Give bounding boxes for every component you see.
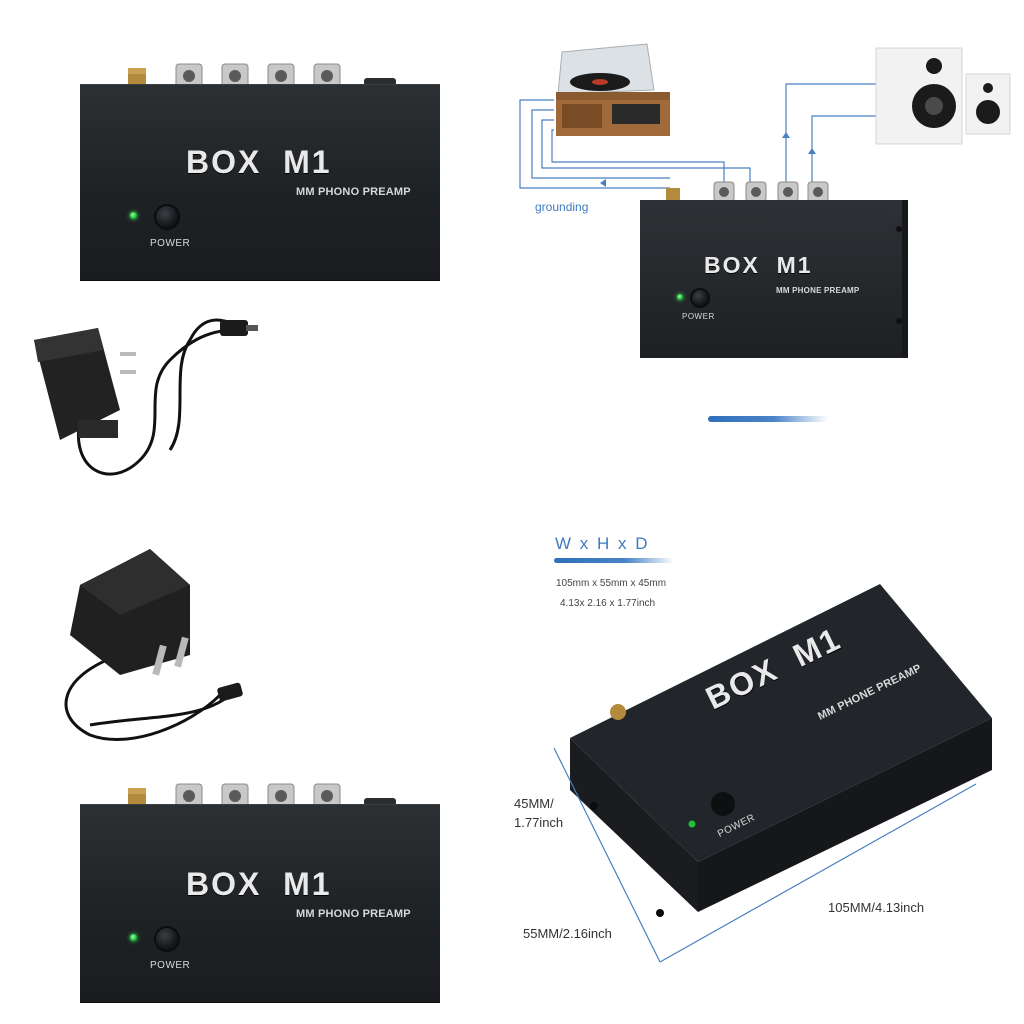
preamp-body: BOX M1 MM PHONE PREAMP POWER bbox=[640, 200, 902, 358]
grounding-label: grounding bbox=[535, 200, 589, 214]
subtitle-text: MM PHONO PREAMP bbox=[296, 908, 411, 920]
speakers bbox=[875, 47, 1011, 145]
brand-text: BOX M1 bbox=[186, 866, 332, 902]
preamp-perspective bbox=[553, 584, 992, 963]
accent-bar bbox=[708, 416, 828, 422]
subtitle-text: MM PHONE PREAMP bbox=[776, 286, 860, 295]
power-led bbox=[677, 294, 683, 300]
width-label: 105MM/4.13inch bbox=[828, 900, 925, 915]
preamp-body: BOX M1 MM PHONO PREAMP POWER bbox=[80, 84, 440, 280]
dimensions-underline bbox=[554, 558, 674, 563]
power-button bbox=[156, 928, 178, 950]
side-screw bbox=[896, 226, 902, 232]
height-label-2: 1.77inch bbox=[514, 815, 564, 830]
eu-power-adapter bbox=[64, 549, 243, 741]
rca-jacks bbox=[128, 783, 396, 809]
power-button bbox=[156, 206, 178, 228]
brand-text: BOX M1 bbox=[186, 144, 332, 180]
height-label-1: 45MM/ bbox=[514, 796, 554, 811]
brand-text: BOX M1 bbox=[704, 252, 813, 278]
dimensions-metric: 105mm x 55mm x 45mm bbox=[556, 578, 667, 589]
power-label: POWER bbox=[150, 238, 191, 249]
power-led bbox=[130, 212, 137, 219]
preamp-diagram: BOX M1 MM PHONE PREAMP POWER bbox=[640, 180, 905, 360]
power-label: POWER bbox=[682, 312, 715, 321]
power-label: POWER bbox=[150, 960, 191, 971]
us-power-adapter bbox=[34, 318, 258, 476]
depth-label: 55MM/2.16inch bbox=[523, 926, 612, 941]
dimensions-title: W x H x D bbox=[555, 534, 650, 553]
side-screw bbox=[896, 318, 902, 324]
turntable bbox=[556, 43, 670, 136]
rca-jacks bbox=[666, 181, 870, 207]
subtitle-text: MM PHONO PREAMP bbox=[296, 186, 411, 198]
preamp-body: BOX M1 MM PHONO PREAMP POWER bbox=[80, 804, 440, 1002]
dimensions-imperial: 4.13x 2.16 x 1.77inch bbox=[560, 598, 656, 609]
power-button bbox=[692, 290, 708, 306]
power-led bbox=[130, 934, 137, 941]
